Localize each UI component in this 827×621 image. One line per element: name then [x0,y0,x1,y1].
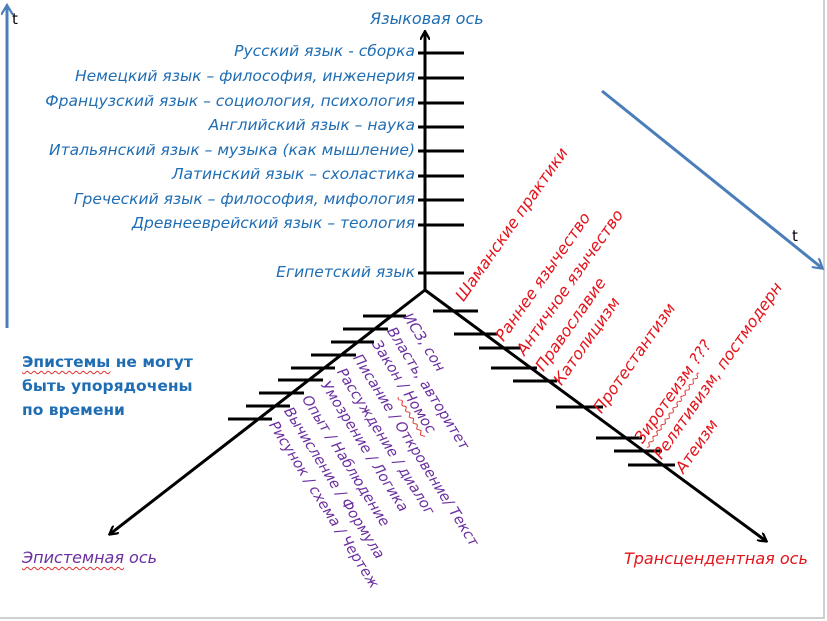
note-rest: не могут [110,353,193,371]
transcendent-axis-line [424,288,766,541]
epistemes-note: Эпистемы не могут быть упорядочены по вр… [22,350,193,422]
language-label-german: Немецкий язык – философия, инженерия [74,67,415,85]
note-line-3: по времени [22,401,125,419]
language-label-hebrew: Древнееврейский язык – теология [131,214,415,232]
language-label-french: Французский язык – социология, психологи… [45,92,415,110]
transcendent-axis-title: Трансцендентная ось [624,549,808,568]
note-line-1: Эпистемы не могут [22,350,193,374]
time-label-right: t [792,227,798,245]
language-label-english: Английский язык – наука [208,116,415,134]
note-word-epistemes: Эпистемы [22,353,111,371]
epistemic-axis-title: Эпистемная ось [22,548,158,567]
language-label-egyptian: Египетский язык [276,263,415,281]
epistemic-axis-ticks [228,314,406,421]
time-label-left: t [12,10,18,28]
language-label-greek: Греческий язык – философия, мифология [73,190,415,208]
language-label-latin: Латинский язык – схоластика [171,165,415,183]
language-label-italian: Итальянский язык – музыка (как мышление) [48,141,415,159]
language-axis-ticks [418,51,464,275]
transcendent-axis-ticks [433,309,675,467]
note-line-2: быть упорядочены [22,377,193,395]
epistemic-axis-line [110,288,426,534]
language-axis-title: Языковая ось [370,9,484,28]
language-label-russian: Русский язык - сборка [234,42,415,60]
time-arrow-diagonal [601,89,822,268]
epistemic-axis-title-word: Эпистемная [22,548,124,567]
